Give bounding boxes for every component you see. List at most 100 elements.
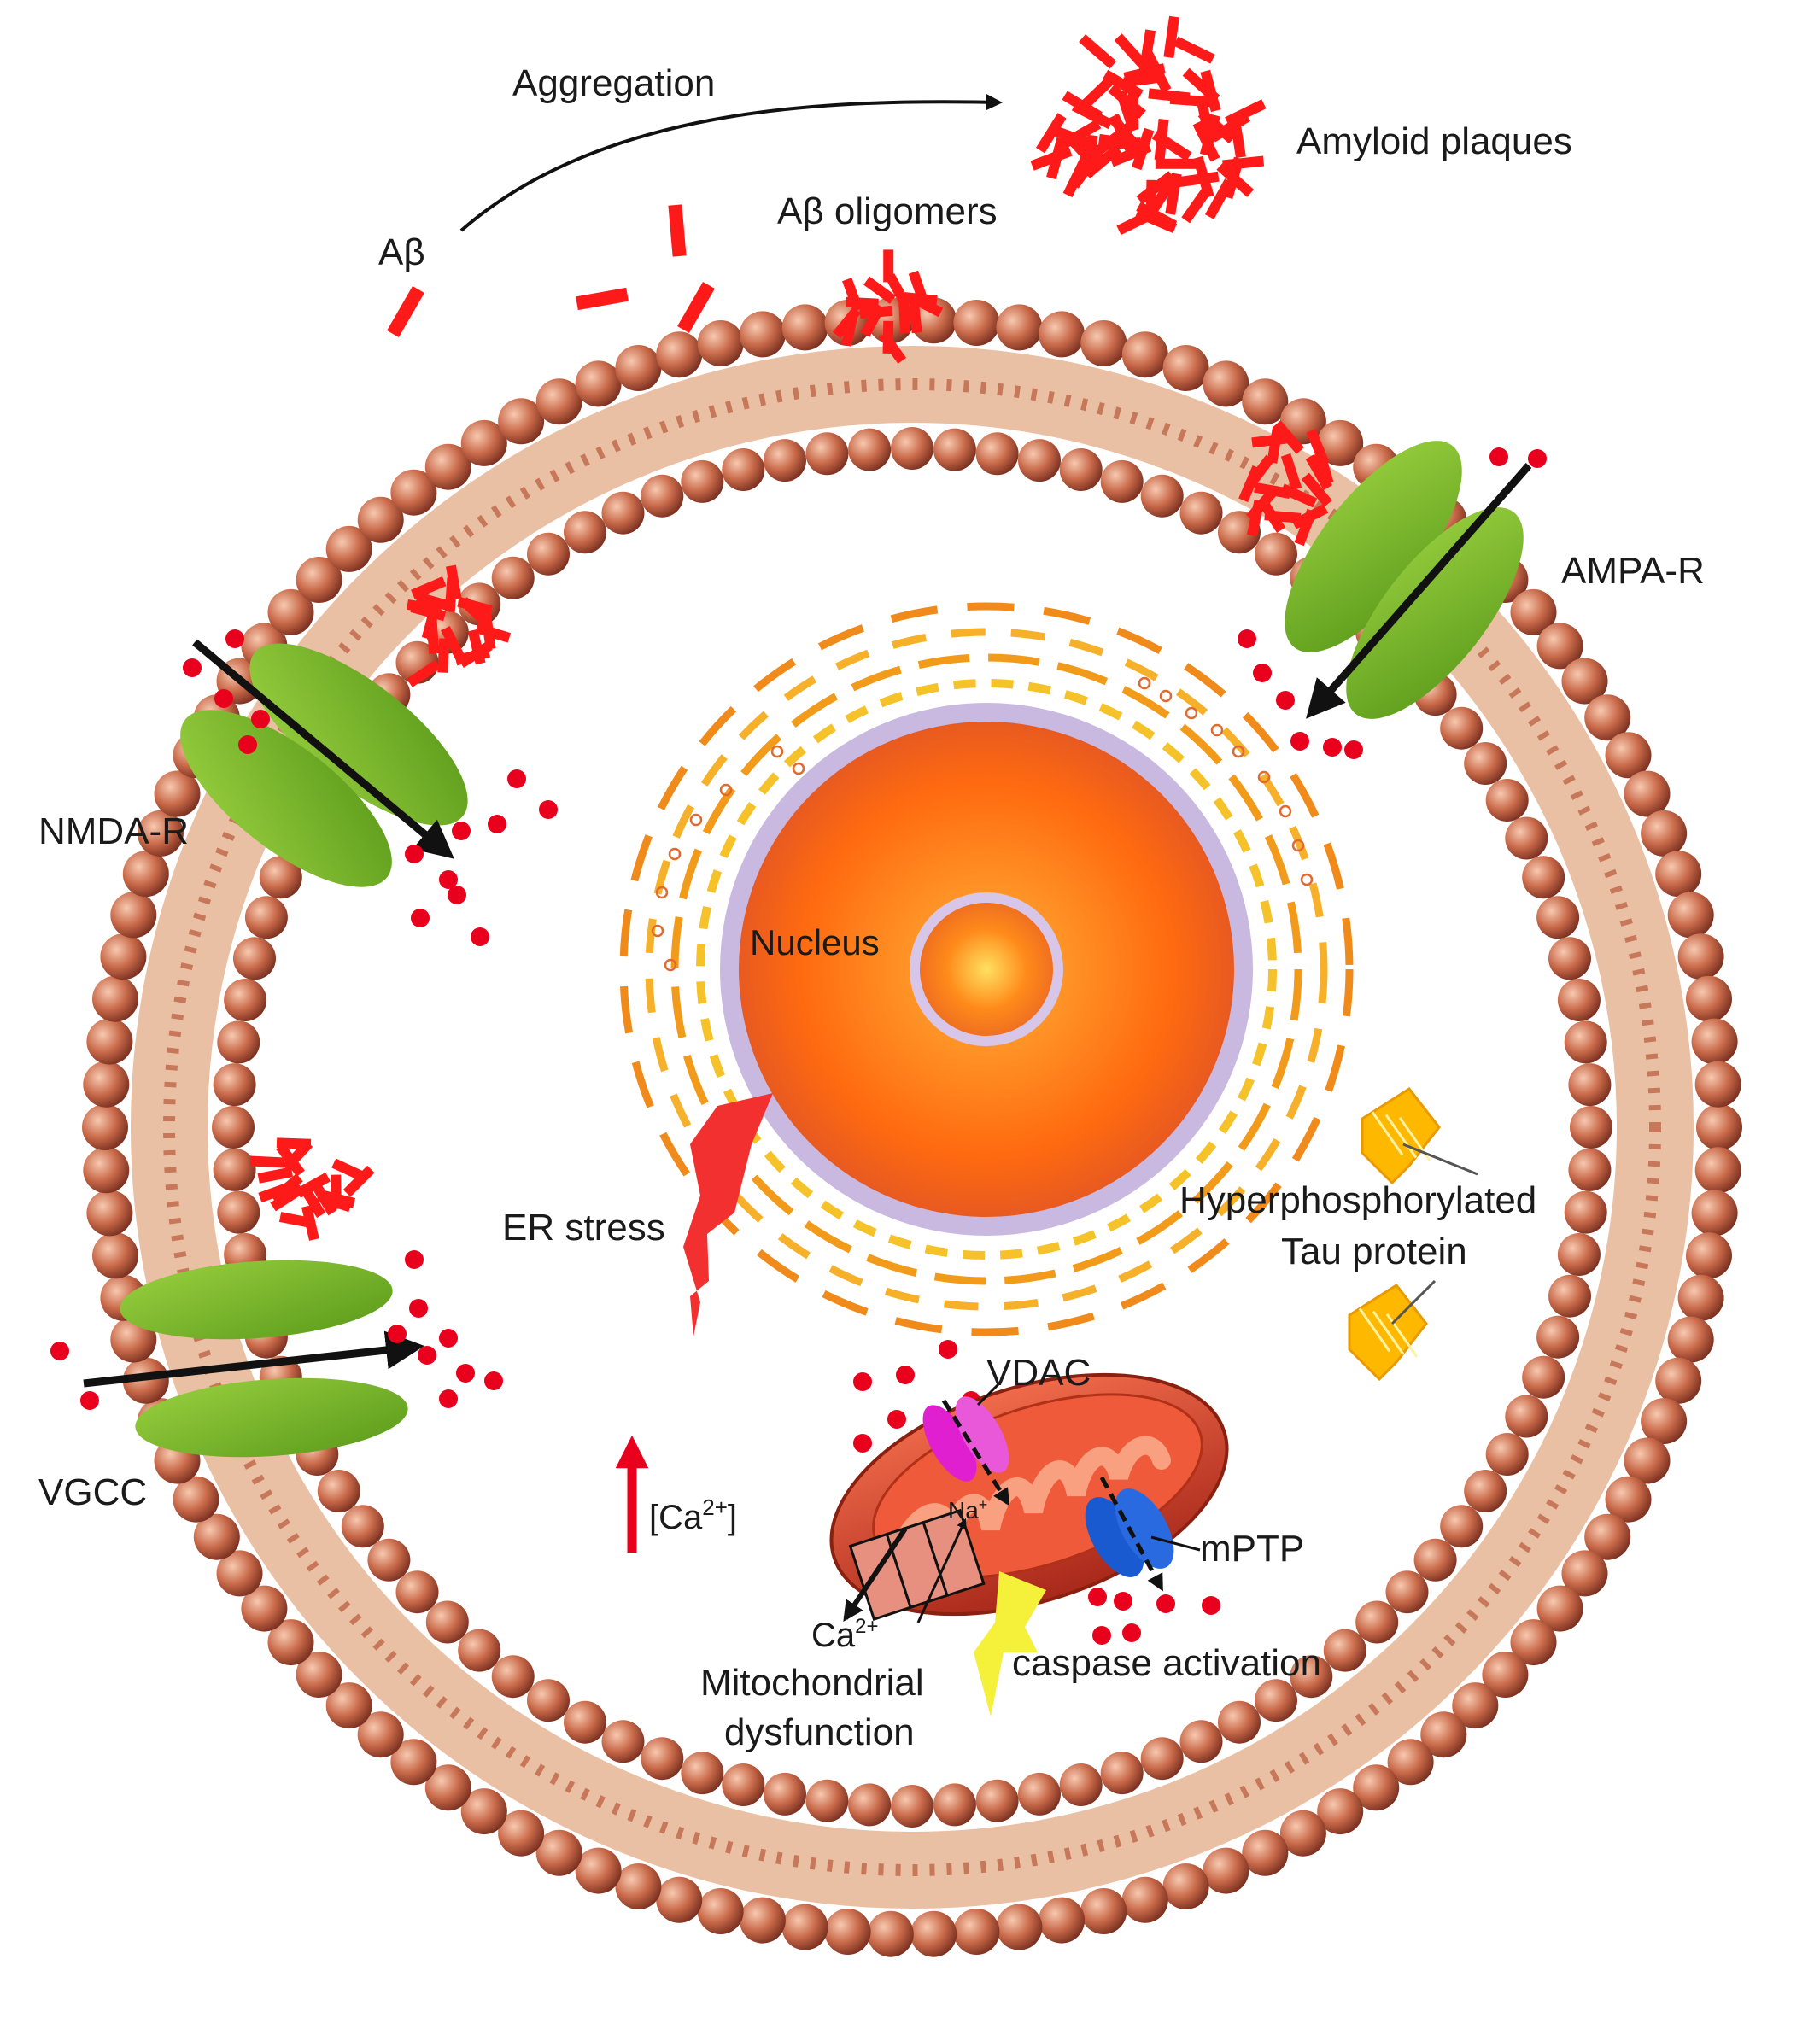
abeta-oligomer-ampa xyxy=(1238,420,1334,547)
lipid-head xyxy=(1452,1682,1499,1729)
lipid-head xyxy=(92,975,138,1022)
calcium-ion xyxy=(214,689,233,708)
lipid-head xyxy=(498,1810,545,1857)
mptp-pointer xyxy=(1150,1535,1201,1552)
lipid-head xyxy=(1691,1190,1738,1237)
lipid-head xyxy=(1557,979,1601,1021)
lipid-head xyxy=(953,1909,1000,1955)
lipid-head xyxy=(764,439,806,482)
lipid-head xyxy=(975,432,1019,476)
vgcc-channel: VGCC xyxy=(38,1260,424,1513)
abeta-fibril xyxy=(270,1173,303,1204)
er-stress-label: ER stress xyxy=(502,1207,665,1249)
ampa-receptor: AMPA-R xyxy=(1285,441,1705,719)
mito-dysfunction-line1: Mitochondrial xyxy=(700,1662,924,1704)
calcium-ion xyxy=(539,800,558,819)
mptp-flux-arrow xyxy=(1099,1476,1164,1592)
abeta-fibril xyxy=(1151,130,1192,161)
lipid-head xyxy=(1121,1876,1168,1923)
lipid-head xyxy=(296,557,342,603)
lipid-head xyxy=(1317,419,1364,466)
lipid-head xyxy=(1691,1018,1738,1065)
calcium-ion xyxy=(488,815,506,833)
nmda-receptor: NMDA-R xyxy=(38,639,468,887)
abeta-fibril xyxy=(1035,113,1067,154)
calcium-ion xyxy=(1156,1594,1175,1613)
lipid-head xyxy=(395,1570,439,1614)
calcium-ion xyxy=(1253,664,1272,682)
lipid-head xyxy=(996,304,1043,351)
abeta-fibril xyxy=(1192,155,1214,199)
calcium-ion xyxy=(1114,1592,1132,1611)
lipid-head xyxy=(1039,1897,1086,1944)
abeta-fibril xyxy=(1131,127,1155,171)
abeta-fibril xyxy=(860,303,886,337)
lipid-head xyxy=(535,1829,582,1876)
lipid-head xyxy=(425,1600,469,1644)
vgcc-label: VGCC xyxy=(38,1471,147,1513)
lipid-head xyxy=(357,1711,404,1758)
lightning-bolt-icon xyxy=(683,1093,773,1336)
lipid-head xyxy=(1561,658,1608,705)
lipid-head xyxy=(1100,1752,1144,1795)
lipid-head xyxy=(110,892,157,939)
calcium-ion xyxy=(405,845,424,863)
lipid-head xyxy=(173,1476,219,1523)
lipid-head xyxy=(1203,1847,1249,1894)
lipid-head xyxy=(575,1847,622,1894)
lipid-head xyxy=(1018,439,1061,482)
lipid-head xyxy=(137,810,184,857)
lipid-head xyxy=(1584,1513,1631,1560)
calcium-ion xyxy=(448,886,466,904)
calcium-increase: [Ca2+] xyxy=(615,1435,737,1553)
er-membrane xyxy=(696,679,1277,1260)
lipid-head xyxy=(1218,1700,1261,1744)
lipid-head xyxy=(1059,1763,1103,1806)
lipid-head xyxy=(891,1785,933,1828)
ribosome xyxy=(1257,770,1271,784)
lipid-head xyxy=(1536,623,1583,670)
mito-dysfunction-line2: dysfunction xyxy=(724,1711,915,1753)
tau-filament xyxy=(1384,1114,1418,1159)
lipid-head xyxy=(1564,1020,1607,1064)
lipid-head xyxy=(1641,810,1688,857)
abeta-fibril xyxy=(1279,483,1318,508)
abeta-fibril xyxy=(1314,447,1334,485)
lipid-head xyxy=(1584,694,1631,741)
lipid-head xyxy=(656,331,703,378)
lipid-head xyxy=(460,1788,507,1835)
calcium-ion xyxy=(1238,629,1256,648)
calcium-ion xyxy=(418,1346,436,1365)
mitochondrion: Na+ VDAC mPTP Ca2+ xyxy=(811,1352,1304,1654)
lipid-head xyxy=(193,1513,240,1560)
lipid-head xyxy=(848,428,892,471)
lipid-head xyxy=(217,1190,260,1234)
lipid-head xyxy=(1121,331,1168,378)
abeta-fibril xyxy=(1147,175,1179,215)
lipid-head xyxy=(1242,1829,1289,1876)
lipid-head xyxy=(1536,1315,1580,1359)
ribosome xyxy=(664,958,677,972)
lipid-head xyxy=(244,896,288,939)
abeta-oligomer-cluster xyxy=(832,249,944,364)
calcium-ion xyxy=(439,870,458,889)
lipid-head xyxy=(1655,1357,1702,1404)
abeta-fibril xyxy=(846,296,879,309)
vdac-flux-arrow xyxy=(941,1399,1010,1506)
abeta-fibril xyxy=(1079,34,1117,69)
lipid-head xyxy=(1505,816,1548,860)
ampa-influx-arrow xyxy=(1306,463,1532,719)
nucleus: Nucleus xyxy=(720,703,1253,1236)
lipid-head xyxy=(1686,1232,1732,1279)
abeta-fibril xyxy=(908,270,929,305)
abeta-fibril xyxy=(1165,173,1182,215)
lipid-head xyxy=(1696,1104,1742,1150)
nucleus-label: Nucleus xyxy=(750,922,880,962)
tau-filament xyxy=(1385,1313,1419,1358)
lipid-head xyxy=(739,311,786,358)
abeta-fibril xyxy=(1123,63,1166,83)
lipid-head xyxy=(1624,1437,1671,1484)
lipid-head xyxy=(1162,345,1209,391)
lipid-head xyxy=(325,525,372,572)
lipid-head xyxy=(1140,474,1184,518)
